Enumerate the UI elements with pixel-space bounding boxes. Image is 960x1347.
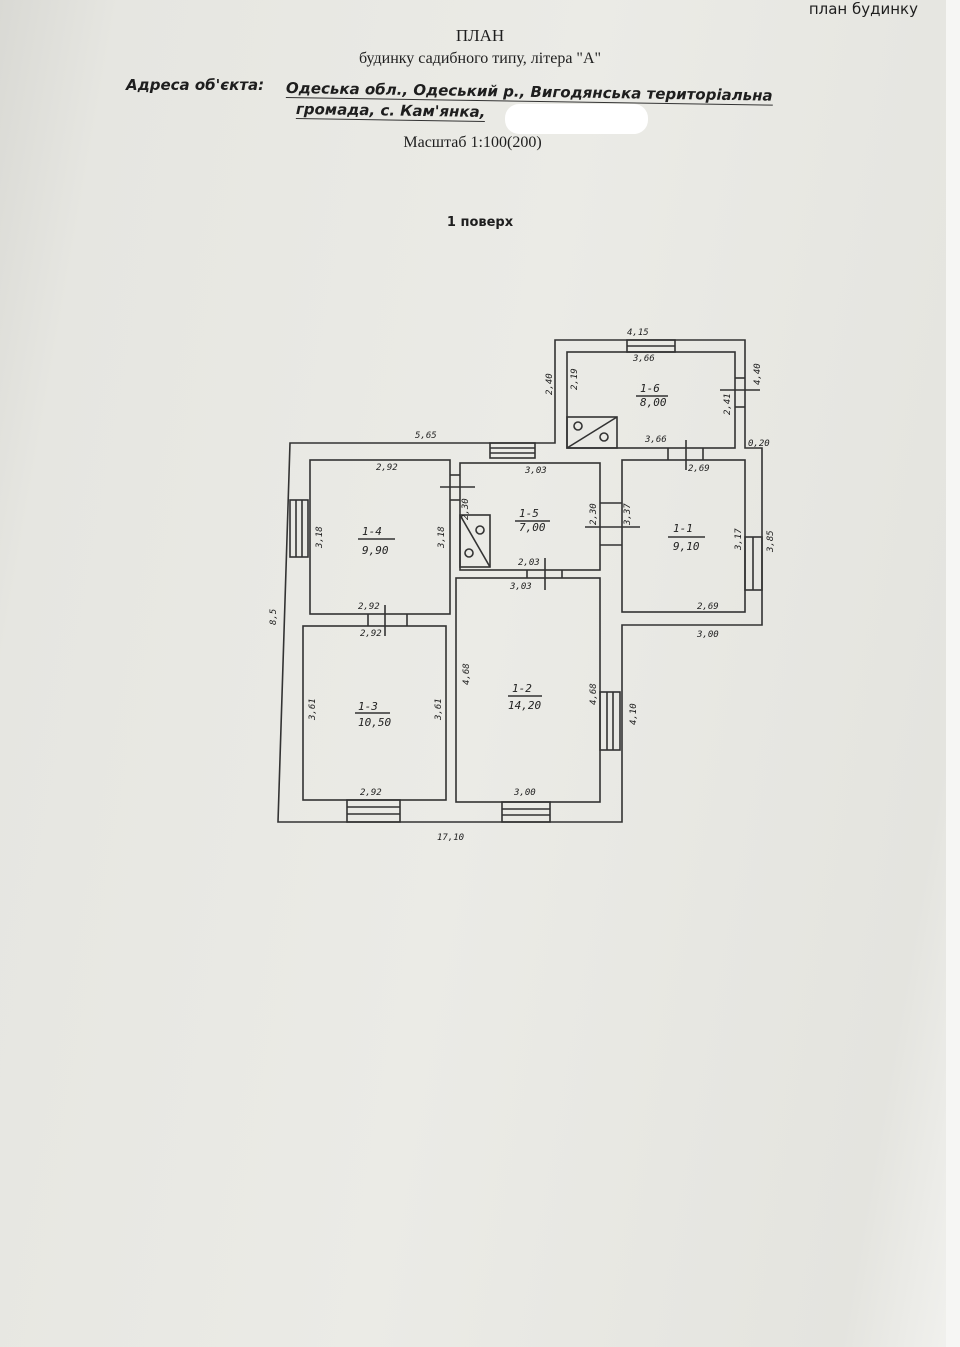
room-label-1-4: 1-4 9,90 xyxy=(358,525,395,557)
redaction-mark xyxy=(505,104,648,134)
window-icon xyxy=(289,499,309,558)
svg-text:2,69: 2,69 xyxy=(688,464,710,474)
door-icon xyxy=(440,474,475,501)
svg-text:3,00: 3,00 xyxy=(513,788,536,798)
svg-text:3,00: 3,00 xyxy=(696,630,719,640)
room-label-1-3: 1-3 10,50 xyxy=(355,700,391,729)
outer-wall xyxy=(277,339,763,823)
svg-text:2,19: 2,19 xyxy=(570,368,580,390)
svg-text:2,92: 2,92 xyxy=(376,463,398,473)
address-label: Адреса об'єкта: xyxy=(126,76,265,94)
svg-text:2,40: 2,40 xyxy=(545,373,555,395)
svg-text:8,00: 8,00 xyxy=(640,396,667,409)
window-icon xyxy=(489,442,536,459)
svg-text:3,85: 3,85 xyxy=(766,530,776,553)
document-subtitle: будинку садибного типу, літера "А" xyxy=(358,50,602,67)
page-edge xyxy=(946,0,960,1347)
svg-text:10,50: 10,50 xyxy=(358,716,391,729)
svg-text:3,03: 3,03 xyxy=(524,466,547,476)
svg-text:3,03: 3,03 xyxy=(509,582,532,592)
svg-text:3,66: 3,66 xyxy=(632,354,655,364)
svg-text:0,20: 0,20 xyxy=(748,439,770,449)
window-icon xyxy=(346,799,401,823)
svg-text:1-6: 1-6 xyxy=(640,382,660,395)
svg-text:8,5: 8,5 xyxy=(269,609,279,625)
svg-text:4,10: 4,10 xyxy=(629,703,639,725)
svg-text:1-2: 1-2 xyxy=(512,682,532,695)
window-icon xyxy=(626,339,676,353)
door-icon xyxy=(720,377,760,408)
room-label-1-5: 1-57,00 xyxy=(515,507,550,534)
svg-text:9,10: 9,10 xyxy=(673,540,700,553)
svg-text:3,61: 3,61 xyxy=(308,698,318,721)
door-icon xyxy=(526,558,563,590)
svg-text:9,90: 9,90 xyxy=(362,544,389,557)
svg-text:4,68: 4,68 xyxy=(462,663,472,685)
corner-label: план будинку xyxy=(808,0,918,18)
door-icon xyxy=(585,502,640,546)
svg-text:17,10: 17,10 xyxy=(437,833,464,843)
svg-text:2,92: 2,92 xyxy=(360,788,382,798)
window-icon xyxy=(599,691,621,751)
room-1-4 xyxy=(309,459,451,615)
svg-text:3,18: 3,18 xyxy=(315,526,325,549)
window-icon xyxy=(744,536,763,591)
room-label-1-1: 1-1 9,10 xyxy=(668,522,705,553)
svg-text:4,40: 4,40 xyxy=(753,363,763,385)
room-1-1 xyxy=(621,459,746,613)
svg-text:7,00: 7,00 xyxy=(519,521,546,534)
svg-text:1-4: 1-4 xyxy=(362,525,382,538)
svg-text:3,18: 3,18 xyxy=(437,526,447,549)
svg-text:2,69: 2,69 xyxy=(697,602,719,612)
window-icon xyxy=(501,801,551,823)
svg-text:3,37: 3,37 xyxy=(623,503,633,526)
svg-text:1-5: 1-5 xyxy=(519,507,539,520)
svg-text:2,92: 2,92 xyxy=(358,602,380,612)
svg-text:2,92: 2,92 xyxy=(360,629,382,639)
svg-text:5,65: 5,65 xyxy=(415,431,437,441)
svg-text:3,17: 3,17 xyxy=(734,528,744,551)
svg-text:4,15: 4,15 xyxy=(627,328,649,338)
svg-text:1-3: 1-3 xyxy=(358,700,378,713)
door-icon xyxy=(667,440,704,470)
svg-text:3,61: 3,61 xyxy=(434,698,444,721)
door-icon xyxy=(367,605,408,636)
svg-text:2,41: 2,41 xyxy=(723,393,733,415)
document-title: ПЛАН xyxy=(455,26,505,45)
stove-icon xyxy=(566,416,618,449)
svg-text:14,20: 14,20 xyxy=(508,699,541,712)
stove-icon xyxy=(459,514,491,568)
svg-text:1-1: 1-1 xyxy=(673,522,693,535)
room-label-1-6: 1-68,00 xyxy=(636,382,668,409)
svg-text:2,03: 2,03 xyxy=(518,558,540,568)
scale-label: Масштаб 1:100(200) xyxy=(403,134,542,151)
floor-label: 1 поверх xyxy=(446,215,514,230)
svg-text:2,30: 2,30 xyxy=(461,498,471,520)
svg-text:2,30: 2,30 xyxy=(589,503,599,525)
dimension-labels: 4,15 3,66 2,40 2,19 2,41 4,40 3,66 0,20 … xyxy=(269,328,776,843)
svg-text:3,66: 3,66 xyxy=(644,435,667,445)
room-label-1-2: 1-2 14,20 xyxy=(508,682,542,712)
svg-text:4,68: 4,68 xyxy=(589,683,599,705)
